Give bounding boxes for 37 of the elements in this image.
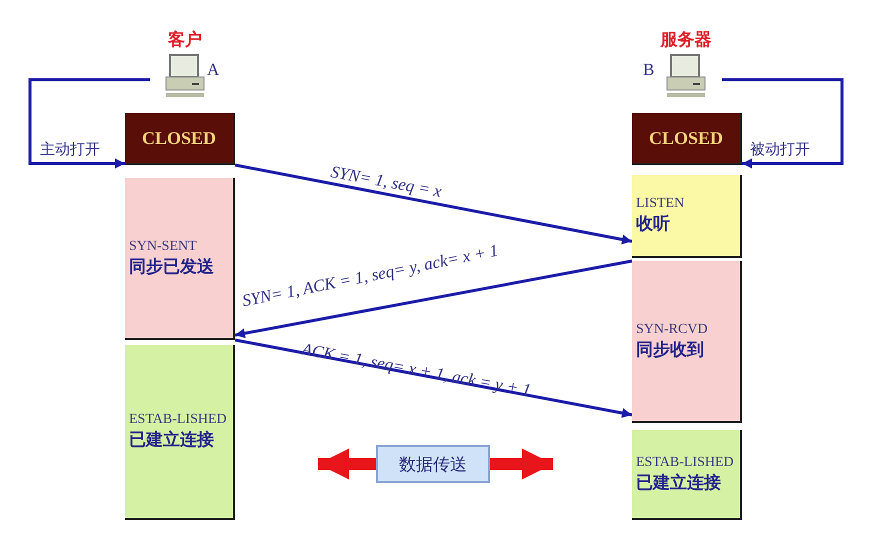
arrow <box>722 78 844 168</box>
state-box <box>632 113 742 165</box>
arrow <box>318 448 376 480</box>
state-description: 已建立连接 <box>129 429 215 451</box>
edge-label: ACK = 1, seq= x + 1, ack = y + 1 <box>300 339 532 401</box>
state-box <box>632 430 742 520</box>
edge-label: 主动打开 <box>40 140 100 159</box>
state-name: ESTAB-LISHED <box>636 454 735 470</box>
node-caption: A <box>207 60 220 80</box>
arrow <box>28 78 150 168</box>
process-box <box>376 445 490 483</box>
state-box <box>125 345 235 520</box>
state-description: 收听 <box>636 213 671 235</box>
state-name: LISTEN <box>636 196 686 212</box>
state-description: 同步收到 <box>636 338 705 360</box>
edge-label: 被动打开 <box>750 140 810 159</box>
state-name: SYN-SENT <box>129 238 198 254</box>
state-name: SYN-RCVD <box>636 322 709 338</box>
state-description: 已建立连接 <box>636 472 722 494</box>
state-description: 同步已发送 <box>129 256 215 278</box>
arrow <box>490 448 553 480</box>
node-caption: B <box>643 60 654 80</box>
box-label: 数据传送 <box>399 454 467 476</box>
state-box <box>125 178 235 340</box>
edge-label: SYN= 1, seq = x <box>329 162 444 202</box>
node-title: 客户 <box>167 29 203 51</box>
arrow <box>234 260 632 338</box>
state-name: CLOSED <box>142 128 216 148</box>
arrow <box>234 164 632 244</box>
arrow <box>234 338 632 418</box>
state-name: CLOSED <box>648 128 724 148</box>
state-name: ESTAB-LISHED <box>129 412 228 428</box>
state-box <box>632 175 742 258</box>
state-box <box>125 113 235 165</box>
state-box <box>632 261 742 423</box>
node-title: 服务器 <box>659 29 712 51</box>
edge-label: SYN= 1, ACK = 1, seq= y, ack= x + 1 <box>240 240 500 312</box>
